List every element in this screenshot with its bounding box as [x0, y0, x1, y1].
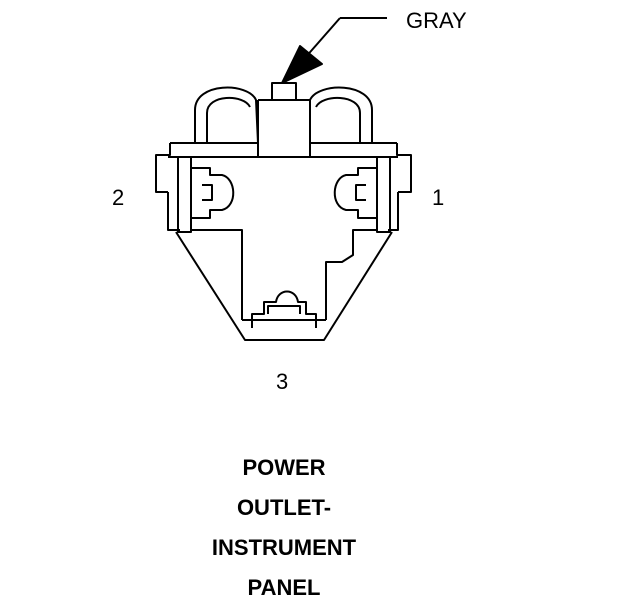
connector-body: [167, 157, 399, 341]
cavity-2-terminal-inner: [202, 184, 213, 201]
caption-line: PANEL: [247, 575, 321, 600]
cavity-2-terminal: [192, 167, 235, 219]
caption-line: POWER: [242, 455, 326, 480]
caption-line: OUTLET-: [236, 495, 332, 520]
latch-loop-left: [194, 86, 259, 144]
cavity-2-label: 2: [112, 185, 125, 210]
cavity-1-terminal-inner: [355, 184, 366, 201]
wire-color-label: GRAY: [406, 8, 467, 33]
connector-flange: [155, 142, 412, 193]
gray-wire-leader: [281, 17, 387, 84]
wire-tab: [271, 82, 297, 101]
cavity-1-terminal: [333, 167, 376, 219]
cavity-3-terminal-inner: [267, 305, 301, 314]
connector-caption: POWER OUTLET- INSTRUMENT PANEL: [160, 448, 408, 608]
cavity-3-terminal: [251, 290, 317, 328]
caption-line: INSTRUMENT: [211, 535, 357, 560]
cavity-3-label: 3: [276, 369, 289, 394]
center-block: [257, 99, 311, 157]
cavity-1-label: 1: [432, 185, 445, 210]
latch-loop-right: [309, 86, 373, 143]
